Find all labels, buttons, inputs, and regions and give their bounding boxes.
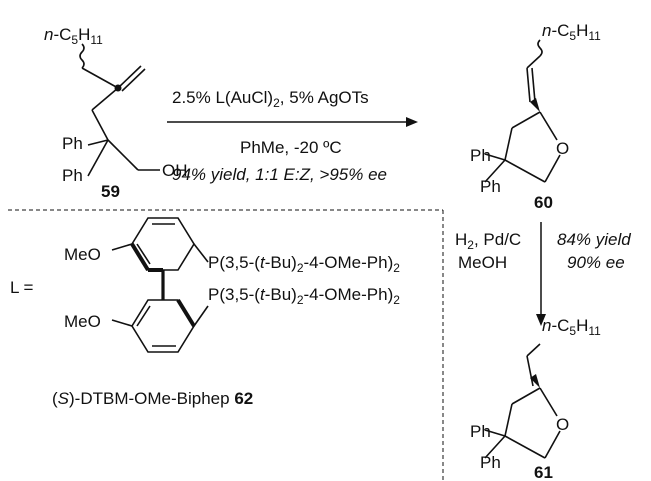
ring-oxygen-60: O xyxy=(556,139,569,158)
phosphine-lower: P(3,5-(t-Bu)2-4-OMe-Ph)2 xyxy=(208,285,400,307)
result-text-1: 94% yield, 1:1 E:Z, >95% ee xyxy=(172,165,387,184)
hydroxyl-59: OH xyxy=(162,161,188,180)
ligand-62-structure xyxy=(111,217,209,353)
ligand-equals: L = xyxy=(10,278,34,297)
phenyl-60-b: Ph xyxy=(480,177,501,196)
methoxy-lower: MeO xyxy=(64,312,101,331)
phenyl-61-b: Ph xyxy=(480,453,501,472)
compound-number-61: 61 xyxy=(534,463,553,481)
wavy-bond xyxy=(79,43,85,69)
compound-number-62: 62 xyxy=(234,389,253,408)
allene-center-dot xyxy=(114,84,122,92)
yield-text-2: 84% yield xyxy=(557,230,631,249)
substituent-60: n-C5H11 xyxy=(542,21,601,43)
wedge-bond-61 xyxy=(530,374,540,388)
phosphine-upper: P(3,5-(t-Bu)2-4-OMe-Ph)2 xyxy=(208,253,400,275)
wedge-bond-60 xyxy=(530,98,540,112)
substituent-59: n-C5H11 xyxy=(44,25,103,47)
reagent-text-2: H2, Pd/C xyxy=(455,230,521,252)
compound-61 xyxy=(484,343,561,459)
conditions-text: PhMe, -20 ºC xyxy=(240,138,342,157)
phenyl-60-a: Ph xyxy=(470,146,491,165)
phenyl-59-b: Ph xyxy=(62,166,83,185)
ligand-bold-edges xyxy=(130,242,196,328)
substituent-61: n-C5H11 xyxy=(542,316,601,338)
compound-number-59: 59 xyxy=(101,182,120,201)
ee-text-2: 90% ee xyxy=(567,253,625,272)
phenyl-61-a: Ph xyxy=(470,422,491,441)
compound-number-60: 60 xyxy=(534,193,553,212)
ligand-name: (S)-DTBM-OMe-Biphep 62 xyxy=(52,389,253,408)
methoxy-upper: MeO xyxy=(64,245,101,264)
phenyl-59-a: Ph xyxy=(62,134,83,153)
reaction-arrow-2 xyxy=(536,222,546,326)
reaction-arrow-1 xyxy=(167,117,418,127)
ring-oxygen-61: O xyxy=(556,415,569,434)
solvent-text-2: MeOH xyxy=(458,253,507,272)
compound-59 xyxy=(79,43,160,171)
catalyst-text: 2.5% L(AuCl)2, 5% AgOTs xyxy=(172,88,369,110)
compound-60 xyxy=(484,39,561,183)
